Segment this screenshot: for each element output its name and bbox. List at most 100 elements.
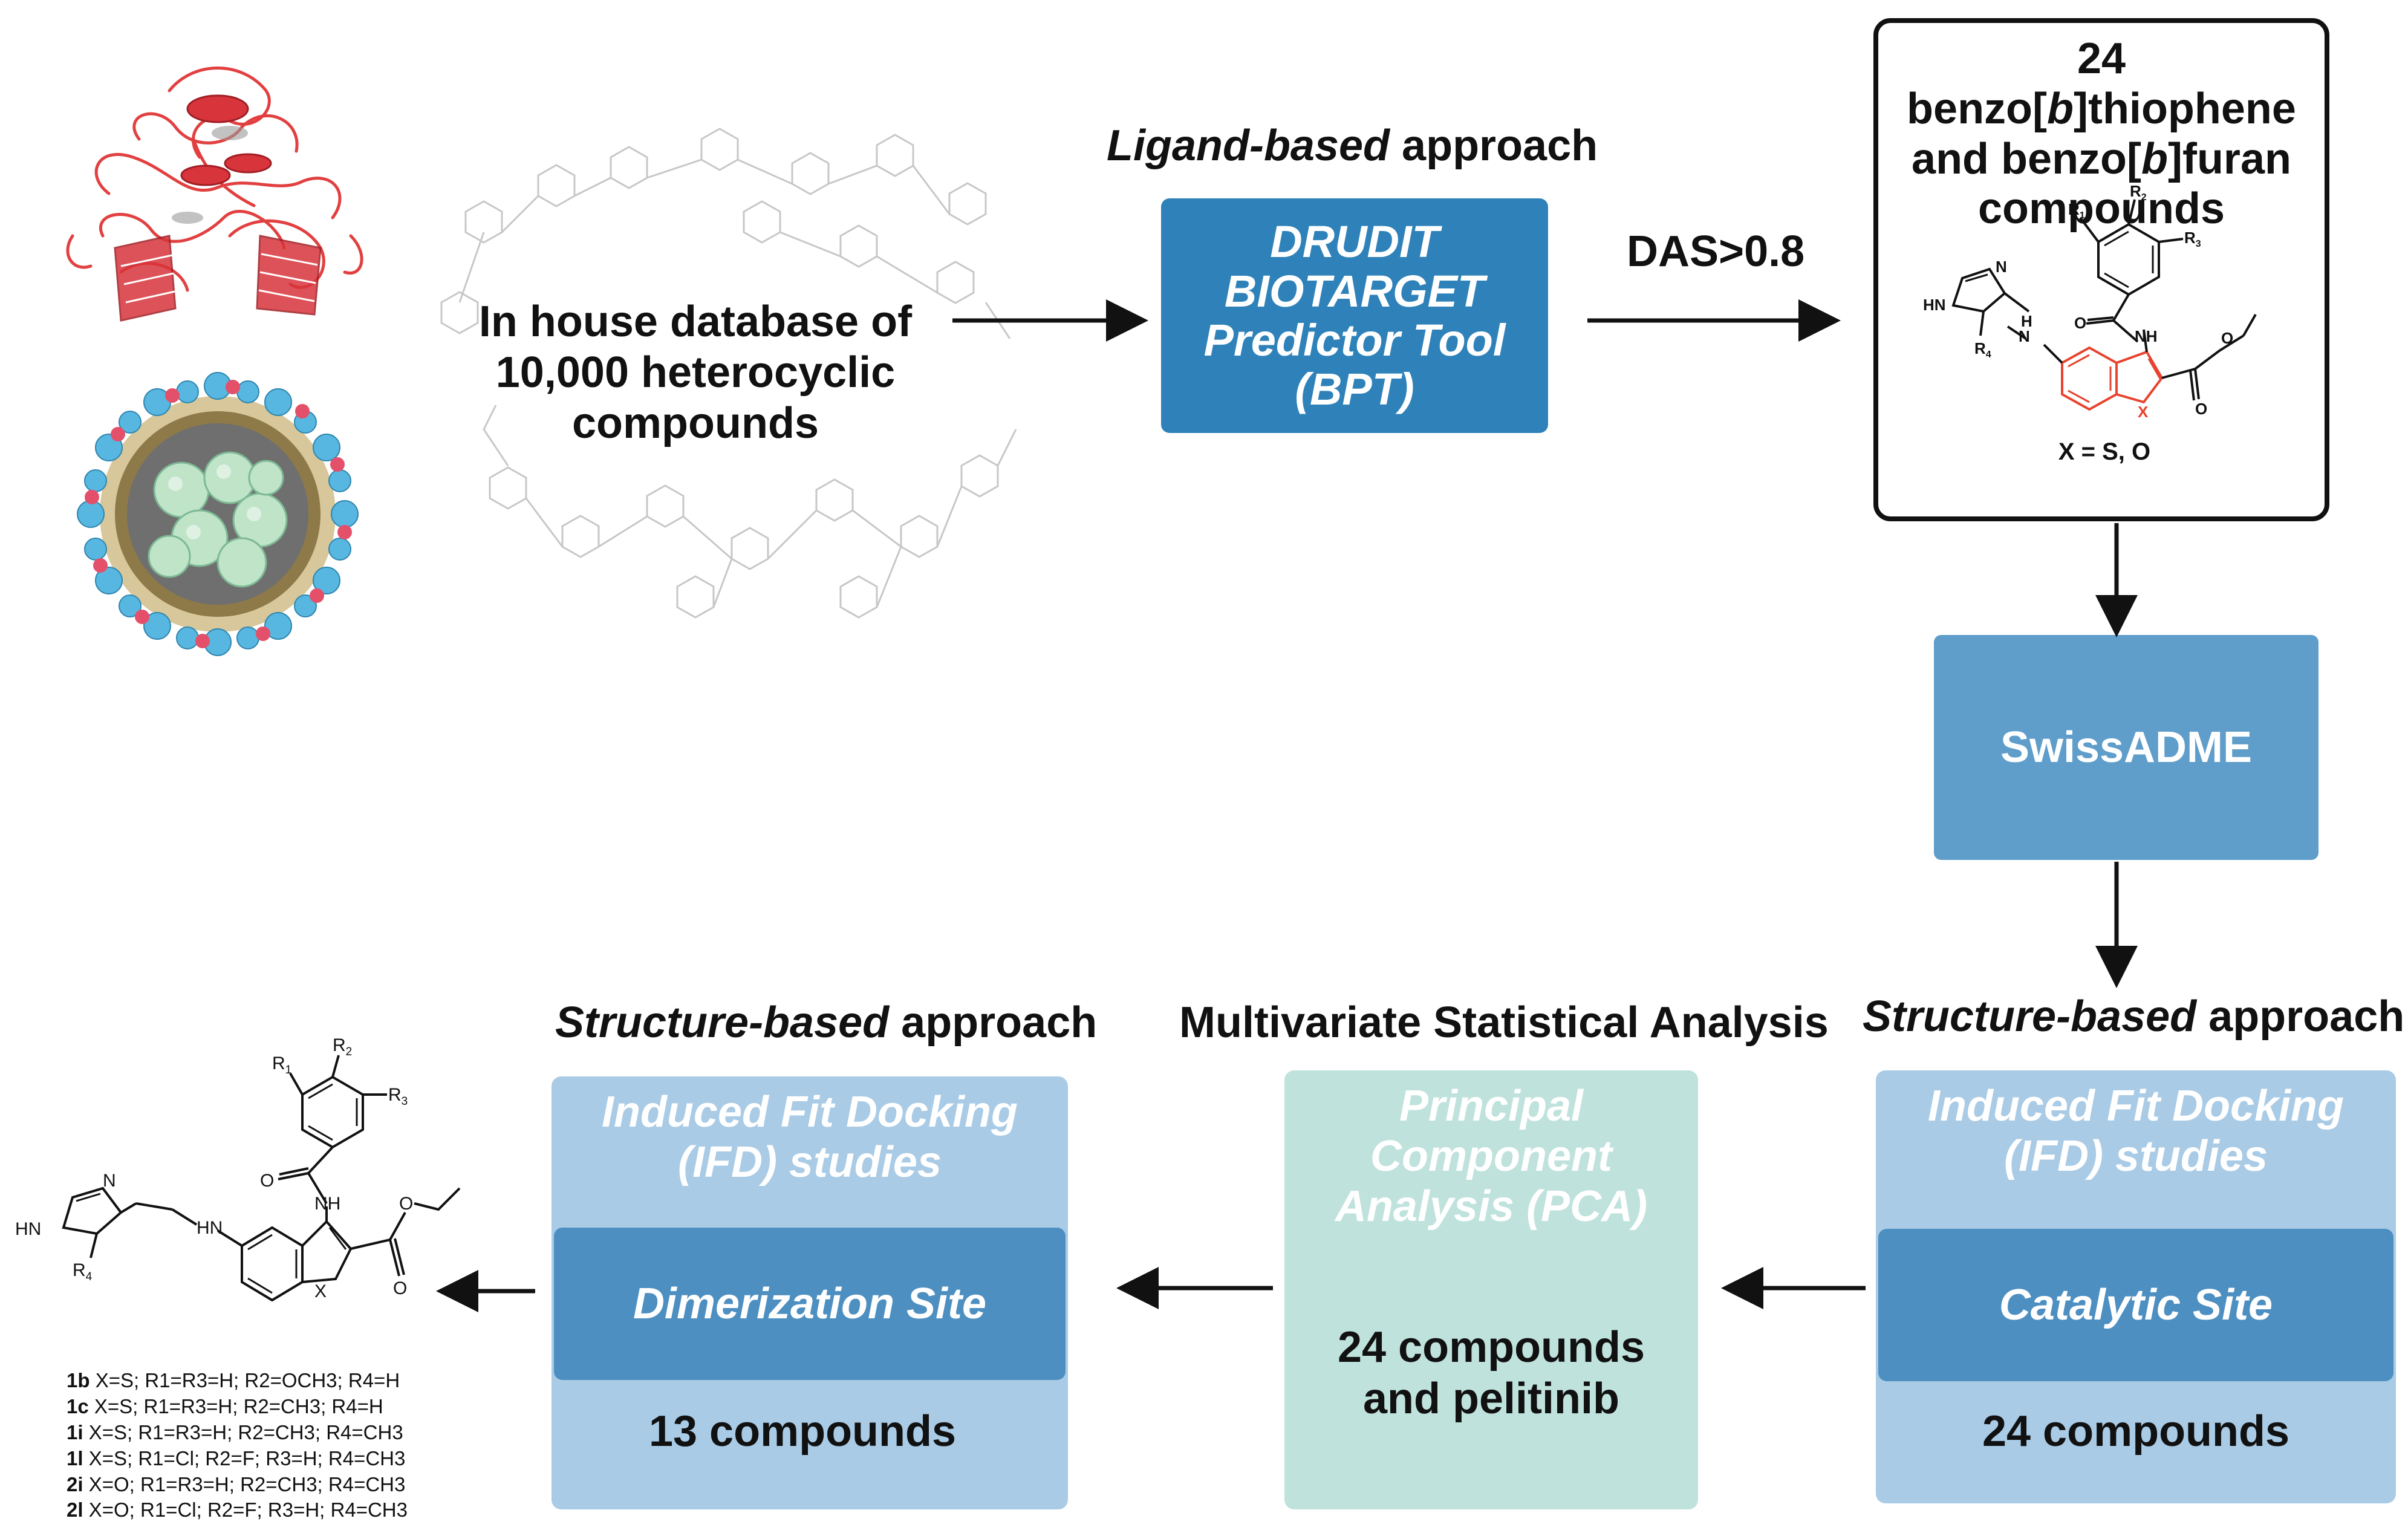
protein-structure-icon [66,67,363,322]
pca-line-3: Analysis (PCA) [1335,1182,1648,1231]
scaffold-x-atom: X [2138,403,2149,421]
hit-desc: X=S; R1=R3=H; R2=CH3; R4=CH3 [88,1421,403,1443]
hit-list-row: 1l X=S; R1=Cl; R2=F; R3=H; R4=CH3 [67,1446,429,1472]
hit-desc: X=S; R1=R3=H; R2=CH3; R4=H [94,1395,383,1417]
structure-right-rest: approach [2196,992,2405,1041]
scaffold-r2-label: R2 [2130,182,2147,203]
hit-imidazole-hn: HN [15,1219,41,1239]
hit-r4-label: R4 [73,1260,93,1283]
scaffold-r1-label: R1 [2068,200,2085,221]
hit-id: 1b [67,1369,90,1391]
hit-list-row: 1c X=S; R1=R3=H; R2=CH3; R4=H [67,1394,429,1420]
scaffold-structure: R1 R2 R3 R4 O NH N H HN N O O X X = S, O [1923,182,2257,465]
hit-id: 1l [67,1447,83,1470]
scaffold-ester-o2: O [2221,329,2233,347]
database-line-2: 10,000 heterocyclic [495,348,896,397]
ifd-dimerization-box: Induced Fit Docking (IFD) studies Dimeri… [552,1076,1068,1509]
title-2-post: ]furan [2167,134,2291,183]
ifd-dimerization-line-1: Induced Fit Docking [601,1088,1018,1136]
pca-line-2: Component [1370,1131,1612,1180]
structure-left-italic: Structure-based [555,998,890,1047]
ifd-dimerization-line-2: (IFD) studies [677,1138,942,1186]
scaffold-x-label: X = S, O [2058,438,2150,465]
hit-r2-label: R2 [333,1035,352,1058]
hit-amide-o: O [260,1171,274,1191]
hit-desc: X=O; R1=Cl; R2=F; R3=H; R4=CH3 [88,1499,408,1522]
scaffold-title-line-1: 24 benzo[b]thiophene [1878,34,2325,134]
scaffold-linker-n: N [2019,327,2030,345]
hit-list-row: 1i X=S; R1=R3=H; R2=CH3; R4=CH3 [67,1420,429,1446]
bpt-line-3: Predictor Tool [1203,315,1506,365]
scaffold-amide-nh: NH [2135,327,2158,345]
scaffold-ester-o1: O [2195,400,2207,418]
title-2-pre: and benzo[ [1912,134,2141,183]
ifd-catalytic-box: Induced Fit Docking (IFD) studies Cataly… [1876,1070,2396,1503]
database-line-1: In house database of [478,298,913,346]
scaffold-r4-label: R4 [1974,339,1991,360]
hit-desc: X=S; R1=R3=H; R2=OCH3; R4=H [95,1369,400,1391]
ifd-dimerization-title: Induced Fit Docking (IFD) studies [552,1087,1068,1188]
swissadme-label: SwissADME [2000,723,2253,772]
structure-left-label: Structure-based approach [555,998,1097,1048]
ligand-approach-italic: Ligand-based [1107,122,1390,170]
title-1-italic: b [2047,84,2074,133]
hit-list-row: 2i X=O; R1=R3=H; R2=CH3; R4=CH3 [67,1472,429,1498]
bpt-line-4: (BPT) [1295,364,1414,415]
mva-label: Multivariate Statistical Analysis [1179,998,1829,1047]
ifd-catalytic-title: Induced Fit Docking (IFD) studies [1876,1081,2396,1182]
database-line-3: compounds [572,399,819,448]
structure-left-rest: approach [889,998,1098,1047]
catalytic-count: 24 compounds [1982,1407,2290,1456]
pca-box: Principal Component Analysis (PCA) 24 co… [1284,1070,1698,1509]
ifd-catalytic-line-2: (IFD) studies [2003,1131,2268,1180]
dimerization-site-box: Dimerization Site [554,1228,1066,1380]
dimerization-site-label: Dimerization Site [633,1280,987,1328]
hit-id: 2l [67,1499,83,1522]
hit-r1-label: R1 [272,1053,291,1076]
bpt-box: DRUDIT BIOTARGET Predictor Tool (BPT) [1161,198,1548,433]
scaffold-linker-h: H [2021,312,2032,330]
ligand-approach-rest: approach [1390,122,1598,170]
structure-right-italic: Structure-based [1863,992,2197,1041]
hit-x-atom: X [314,1281,327,1301]
hit-desc: X=O; R1=R3=H; R2=CH3; R4=CH3 [88,1473,406,1496]
title-1-post: ]thiophene [2074,84,2296,133]
hit-amide-nh: NH [314,1194,340,1214]
hit-id: 2i [67,1473,83,1496]
hit-structure: R1 R2 R3 R4 O NH HN HN N O O X [15,1035,461,1302]
database-label: In house database of 10,000 heterocyclic… [460,296,931,449]
ifd-catalytic-line-1: Induced Fit Docking [1927,1082,2344,1130]
pca-count-line-1: 24 compounds [1337,1323,1645,1372]
hit-id: 1i [67,1421,83,1443]
bpt-line-1: DRUDIT [1270,216,1439,267]
structure-right-label: Structure-based approach [1863,992,2404,1042]
pca-count-line-2: and pelitinib [1363,1374,1619,1423]
title-1-pre: 24 benzo[ [1907,34,2126,133]
pca-title: Principal Component Analysis (PCA) [1284,1081,1698,1231]
scaffold-title-line-2: and benzo[b]furan [1878,134,2325,184]
hit-id: 1c [67,1395,89,1417]
scaffold-title: 24 benzo[b]thiophene and benzo[b]furan c… [1878,34,2325,234]
pca-line-1: Principal [1399,1082,1584,1130]
hit-desc: X=S; R1=Cl; R2=F; R3=H; R4=CH3 [88,1447,406,1470]
virus-particle-icon [77,372,359,656]
dimerization-count: 13 compounds [648,1407,957,1456]
hit-r3-label: R3 [388,1085,408,1108]
pca-count: 24 compounds and pelitinib [1284,1322,1698,1424]
bpt-line-2: BIOTARGET [1224,265,1485,316]
hit-list-row: 1b X=S; R1=R3=H; R2=OCH3; R4=H [67,1368,429,1394]
catalytic-site-box: Catalytic Site [1878,1229,2393,1381]
scaffold-title-line-3: compounds [1978,184,2225,233]
molecule-cloud-icon [440,128,1017,619]
scaffold-box: 24 benzo[b]thiophene and benzo[b]furan c… [1873,18,2329,521]
das-threshold-label: DAS>0.8 [1627,227,1805,276]
scaffold-imidazole-hn: HN [1923,296,1946,314]
scaffold-imidazole-n: N [1996,258,2007,276]
hit-ester-o1: O [399,1194,413,1214]
hit-linker-nh: HN [197,1218,223,1238]
swissadme-box: SwissADME [1934,635,2319,860]
hit-imidazole-n: N [103,1171,116,1191]
hit-list-row: 2l X=O; R1=Cl; R2=F; R3=H; R4=CH3 [67,1497,429,1523]
scaffold-r3-label: R3 [2184,229,2201,249]
catalytic-site-label: Catalytic Site [1999,1281,2273,1329]
